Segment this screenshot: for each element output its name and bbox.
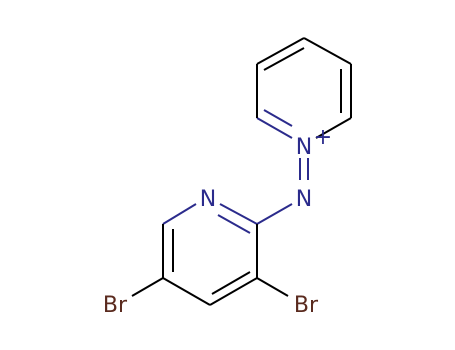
atom-label-azo-n: N <box>296 187 312 212</box>
bond <box>263 109 293 127</box>
bond <box>303 37 352 65</box>
bond <box>219 203 258 225</box>
atom-charge-plus: + <box>314 125 332 150</box>
bond <box>256 203 293 225</box>
bond <box>217 214 251 234</box>
bond <box>211 271 251 295</box>
atom-label-br-left: Br <box>103 293 128 318</box>
bond <box>162 203 197 225</box>
pyridinium-ring <box>256 37 352 139</box>
atom-label-pyridine-n: N <box>200 187 216 212</box>
azo-linkage <box>299 158 309 180</box>
atom-label-pyridinium-n: N <box>296 135 312 160</box>
bond <box>263 47 305 71</box>
bond <box>256 277 289 297</box>
bond <box>162 277 211 306</box>
bond <box>315 117 352 139</box>
bond <box>256 117 293 139</box>
dibromopyridine-ring <box>162 203 258 306</box>
atom-label-br-right: Br <box>294 293 319 318</box>
bond <box>131 277 164 297</box>
bond <box>256 37 305 65</box>
bond <box>209 277 258 306</box>
